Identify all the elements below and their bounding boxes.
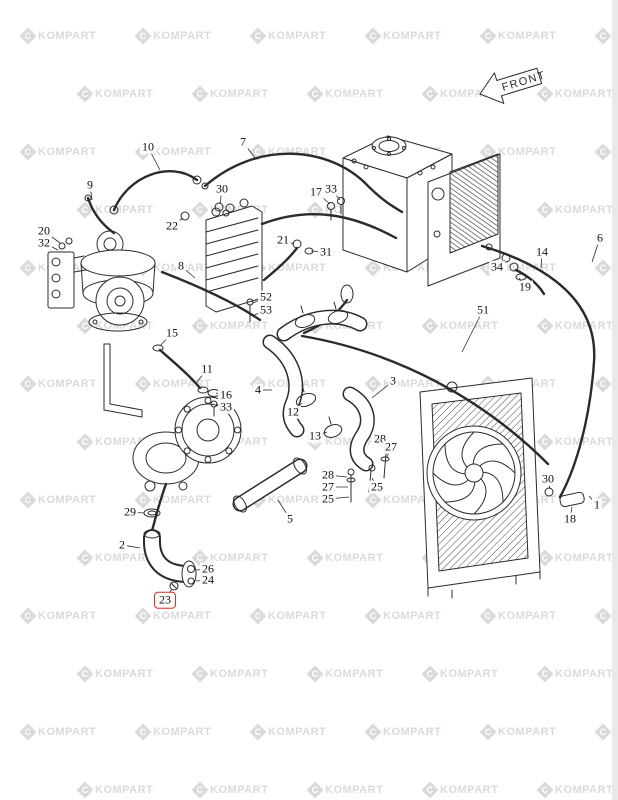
hoses [86,152,596,533]
callout-17[interactable]: 17 [308,184,324,199]
fittings [84,175,585,591]
callout-29[interactable]: 29 [122,504,138,519]
callout-10[interactable]: 10 [140,139,156,154]
callout-2[interactable]: 2 [117,537,127,552]
callout-33[interactable]: 33 [218,399,234,414]
callout-30[interactable]: 30 [540,471,556,486]
callout-6[interactable]: 6 [595,230,605,245]
callout-22[interactable]: 22 [164,218,180,233]
callout-32[interactable]: 32 [36,235,52,250]
left-manifold [47,237,87,309]
callout-23[interactable]: 23 [154,591,176,609]
callout-15[interactable]: 15 [164,325,180,340]
callout-21[interactable]: 21 [275,232,291,247]
callout-34[interactable]: 34 [489,259,505,274]
callout-30[interactable]: 30 [214,181,230,196]
callout-9[interactable]: 9 [85,177,95,192]
callout-1[interactable]: 1 [592,497,602,512]
callout-13[interactable]: 13 [307,428,323,443]
callout-18[interactable]: 18 [562,511,578,526]
callout-25[interactable]: 25 [320,491,336,506]
callout-26[interactable]: 26 [200,561,216,576]
callout-5[interactable]: 5 [285,511,295,526]
callout-3[interactable]: 3 [388,373,398,388]
callout-53[interactable]: 53 [258,302,274,317]
callout-14[interactable]: 14 [534,244,550,259]
callout-20[interactable]: 20 [36,223,52,238]
callout-11[interactable]: 11 [199,361,215,376]
callout-12[interactable]: 12 [285,404,301,419]
mount-bracket [103,343,143,418]
page-edge-strip [612,0,618,800]
callout-25[interactable]: 25 [369,479,385,494]
callout-51[interactable]: 51 [475,302,491,317]
callout-52[interactable]: 52 [258,289,274,304]
callout-33[interactable]: 33 [323,181,339,196]
tank-side-plate [427,153,501,287]
callout-16[interactable]: 16 [218,387,234,402]
callout-27[interactable]: 27 [320,479,336,494]
callout-7[interactable]: 7 [238,134,248,149]
main-pump [132,396,242,492]
callout-27[interactable]: 27 [383,439,399,454]
callout-4[interactable]: 4 [253,382,263,397]
callout-19[interactable]: 19 [517,279,533,294]
callout-31[interactable]: 31 [318,244,334,259]
swing-motor [80,230,156,332]
callout-28[interactable]: 28 [320,467,336,482]
clamps [294,301,349,438]
callout-24[interactable]: 24 [200,572,216,587]
callout-8[interactable]: 8 [176,258,186,273]
pipes-and-tubes [142,309,375,588]
